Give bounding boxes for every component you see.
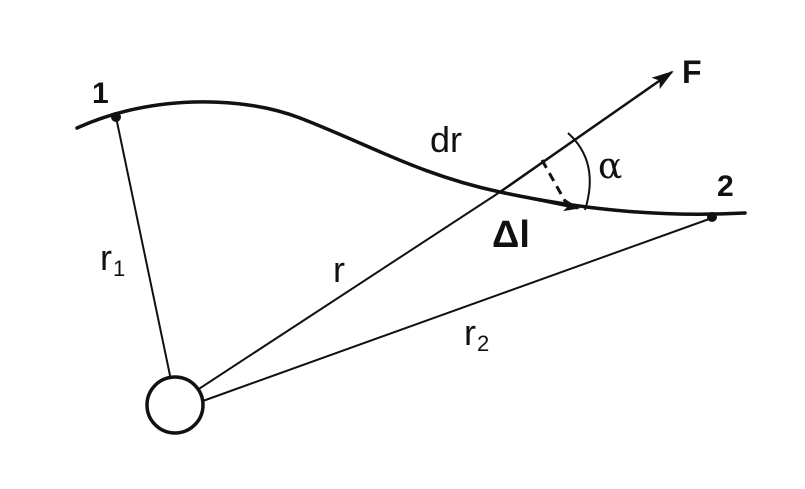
point-1-label: 1 — [92, 77, 109, 110]
central-body — [145, 375, 205, 435]
projection-dashed-line — [540, 159, 572, 211]
force-vector — [499, 70, 674, 194]
angle-arc — [567, 132, 591, 211]
force-label: F — [682, 54, 702, 90]
radius-line-r — [184, 191, 501, 399]
displacement-label: dr — [430, 119, 462, 160]
point-2-label: 2 — [717, 170, 734, 203]
step-vector — [499, 190, 580, 212]
point-2-marker — [707, 212, 717, 222]
radius-line-r1 — [115, 116, 173, 386]
step-label: Δl — [492, 214, 530, 256]
radius-r1-label: r1 — [100, 237, 125, 281]
angle-label: α — [598, 146, 622, 187]
radius-r-label: r — [333, 249, 345, 290]
radius-line-r2 — [199, 217, 713, 403]
trajectory-curve — [75, 100, 747, 216]
radius-r2-label: r2 — [464, 312, 489, 356]
point-1-marker — [111, 112, 121, 122]
